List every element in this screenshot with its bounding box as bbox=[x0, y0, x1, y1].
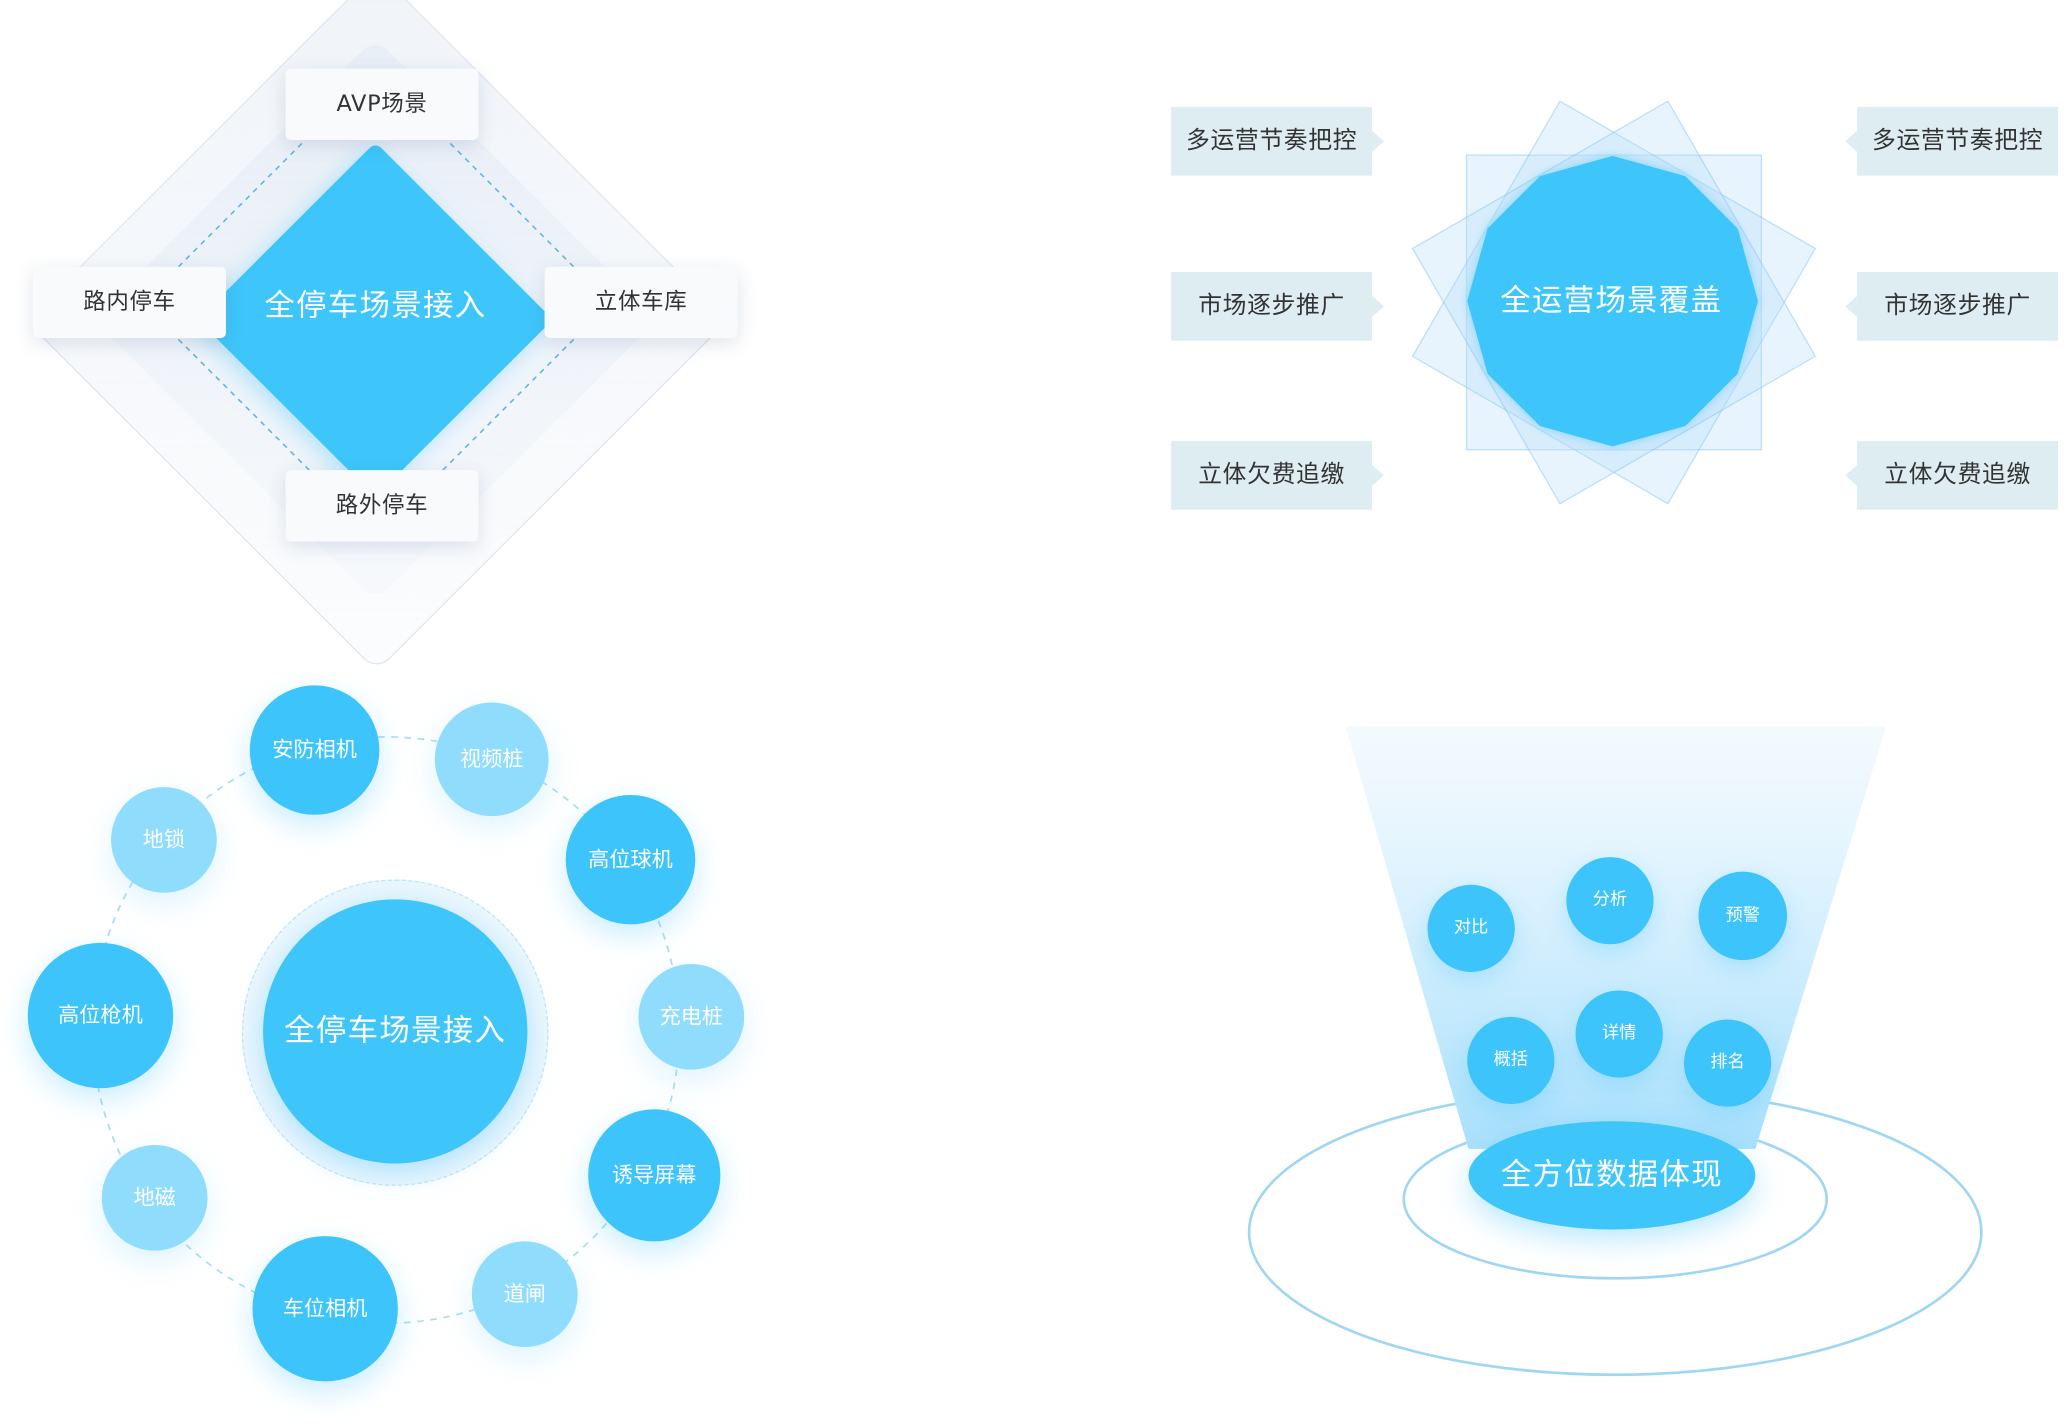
tag-right-1: 多运营节奏把控 bbox=[1845, 106, 2059, 176]
tag-right-3: 立体欠费追缴 bbox=[1845, 441, 2059, 510]
bubble-warning: 预警 bbox=[1698, 871, 1788, 961]
funnel-base-label: 全方位数据体现 bbox=[1500, 1158, 1723, 1193]
ring-node-high-gun-camera: 高位枪机 bbox=[27, 942, 174, 1089]
bubble-ranking: 排名 bbox=[1683, 1019, 1772, 1107]
polygon-center-label: 全运营场景覆盖 bbox=[1500, 283, 1723, 319]
ring-center-circle bbox=[263, 899, 528, 1164]
diamond-card-left: 路内停车 bbox=[33, 266, 227, 339]
polygon-dodecagon bbox=[1467, 155, 1758, 447]
bubble-summary: 概括 bbox=[1467, 1016, 1555, 1105]
funnel-base-pill bbox=[1468, 1121, 1756, 1230]
tag-left-2: 市场逐步推广 bbox=[1171, 272, 1384, 341]
tag-right-2: 市场逐步推广 bbox=[1845, 272, 2059, 341]
ring-node-security-camera: 安防相机 bbox=[249, 685, 380, 815]
tag-left-1: 多运营节奏把控 bbox=[1171, 106, 1384, 176]
ring-node-video-pile: 视频桩 bbox=[434, 702, 549, 817]
ring-node-barrier-gate: 道闸 bbox=[471, 1241, 578, 1348]
bubble-analysis: 分析 bbox=[1566, 857, 1654, 945]
diamond-card-right: 立体车库 bbox=[544, 266, 738, 339]
ring-node-charging-pile: 充电桩 bbox=[638, 964, 745, 1070]
ring-node-parking-lock: 地锁 bbox=[111, 787, 217, 893]
bubble-details: 详情 bbox=[1575, 990, 1663, 1078]
ring-node-space-camera: 车位相机 bbox=[252, 1236, 398, 1382]
tag-left-3: 立体欠费追缴 bbox=[1171, 441, 1384, 510]
diamond-card-top: AVP场景 bbox=[285, 68, 479, 140]
bubble-compare: 对比 bbox=[1427, 884, 1515, 972]
diamond-card-bottom: 路外停车 bbox=[285, 470, 479, 542]
diamond-center-label: 全停车场景接入 bbox=[264, 289, 487, 324]
ring-node-guidance-screen: 诱导屏幕 bbox=[588, 1109, 721, 1242]
ring-node-geomagnetic: 地磁 bbox=[101, 1144, 208, 1251]
ring-center-label: 全停车场景接入 bbox=[284, 1014, 507, 1049]
ring-node-high-dome-camera: 高位球机 bbox=[565, 795, 696, 925]
